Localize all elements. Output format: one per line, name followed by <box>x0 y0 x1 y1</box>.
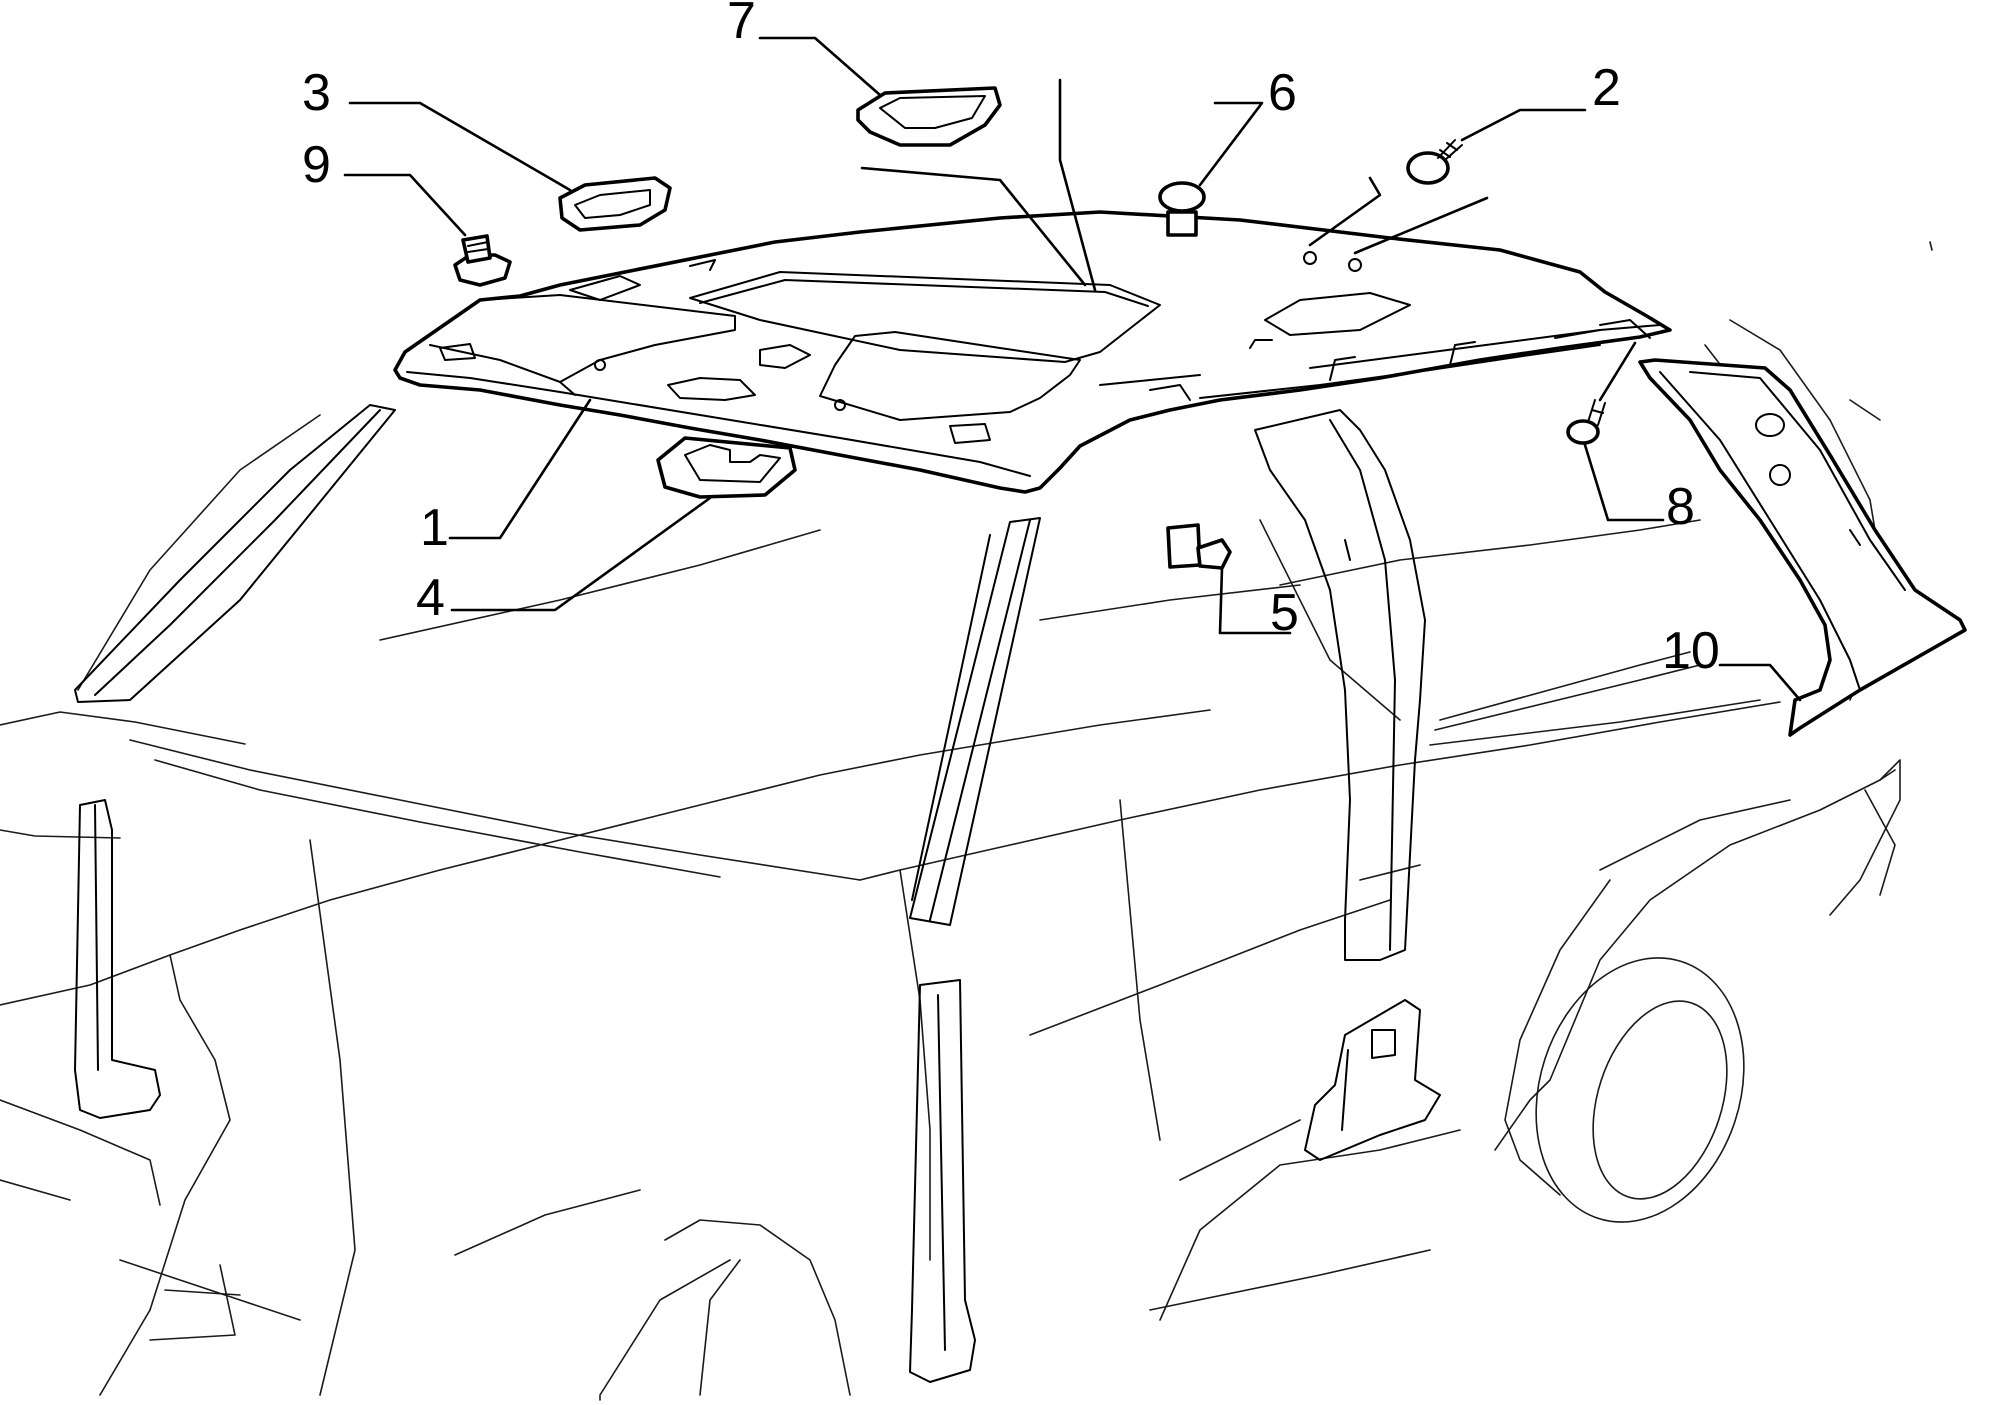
rear-pillar-trim-part <box>1638 358 1967 737</box>
callout-8: 8 <box>1666 478 1695 536</box>
retaining-clip-part <box>558 176 672 232</box>
handle-bezel-part <box>856 86 1002 147</box>
callout-7: 7 <box>727 0 756 50</box>
push-fastener-part <box>453 234 512 287</box>
callout-1: 1 <box>420 499 449 557</box>
headliner-part <box>393 210 1672 494</box>
car-body-outline <box>0 241 1933 1401</box>
leader-lines <box>343 36 1802 702</box>
callout-6: 6 <box>1268 64 1297 122</box>
callout-numbers: 7 3 9 6 2 8 1 4 5 10 <box>302 0 1720 680</box>
round-fastener-part <box>1158 181 1206 237</box>
interior-trim-pieces <box>74 404 1441 1383</box>
screw-part <box>1406 139 1463 185</box>
screw-part-lower <box>1566 399 1606 445</box>
clip-with-screw-part <box>1166 523 1232 570</box>
callout-2: 2 <box>1592 59 1621 117</box>
courtesy-light-part <box>656 436 797 499</box>
callout-4: 4 <box>416 569 445 627</box>
callout-3: 3 <box>302 64 331 122</box>
callout-5: 5 <box>1270 584 1299 642</box>
callout-9: 9 <box>302 136 331 194</box>
callout-10: 10 <box>1662 622 1720 680</box>
